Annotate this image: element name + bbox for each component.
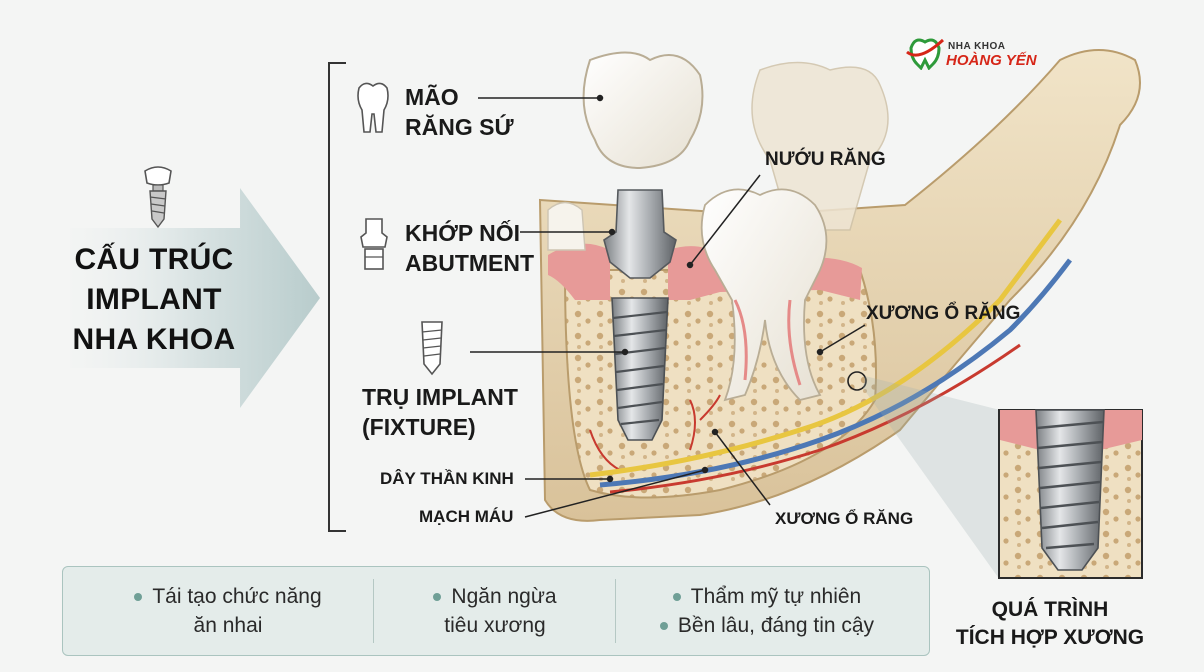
bullet-icon [659,621,668,630]
benefit-2-line-2: tiêu xương [444,614,546,637]
label-abutment-line-1: KHỚP NỐI [405,220,521,246]
zoom-circle [847,371,867,391]
implant-fixture [611,297,669,441]
bracket-divider [328,62,346,532]
abutment-icon [360,218,388,270]
benefit-1-line-1: Tái tạo chức năng [152,585,322,608]
bullet-icon [672,592,681,601]
label-osseointegration: QUÁ TRÌNH TÍCH HỢP XƯƠNG [950,596,1150,652]
label-fixture: TRỤ IMPLANT (FIXTURE) [362,382,518,442]
label-vessel: MẠCH MÁU [419,507,514,526]
label-crown-line-1: MÃO [405,84,459,110]
label-gum: NƯỚU RĂNG [765,149,886,170]
label-abutment: KHỚP NỐI ABUTMENT [405,218,534,278]
abutment [603,189,677,279]
label-abutment-line-2: ABUTMENT [405,250,535,276]
benefit-item-3: Thẩm mỹ tự nhiên Bền lâu, đáng tin cậy [617,567,917,655]
logo-top-text: NHA KHOA [948,41,1006,52]
benefit-2-line-1: Ngăn ngừa [451,585,557,608]
benefit-3-line-2: Bền lâu, đáng tin cậy [677,614,875,637]
osseointegration-inset [998,409,1143,579]
page-title: CẤU TRÚC IMPLANT NHA KHOA [54,240,254,360]
label-fixture-line-2: (FIXTURE) [362,414,476,440]
label-nerve: DÂY THẦN KINH [380,469,514,488]
benefit-item-2: Ngăn ngừa tiêu xương [375,567,615,655]
label-osseo-line-1: QUÁ TRÌNH [991,598,1109,621]
bullet-icon [134,592,143,601]
label-fixture-line-1: TRỤ IMPLANT [362,384,518,410]
logo-brand-text: HOÀNG YẾN [946,52,1037,69]
label-crown: MÃO RĂNG SỨ [405,82,514,142]
natural-tooth [700,188,828,402]
crown-icon [357,82,389,133]
benefits-box: Tái tạo chức năng ăn nhai Ngăn ngừa tiêu… [62,566,930,656]
benefit-item-1: Tái tạo chức năng ăn nhai [83,567,373,655]
back-ghost-tooth [751,61,889,231]
title-line-3: NHA KHOA [72,323,236,356]
title-line-1: CẤU TRÚC [74,243,234,276]
benefit-divider [373,579,374,643]
benefit-3-line-1: Thẩm mỹ tự nhiên [690,585,862,608]
nerve-path [589,218,1062,478]
bullet-icon [433,592,442,601]
logo-tooth-icon [906,38,945,70]
label-socket-bone-upper: XƯƠNG Ổ RĂNG [866,303,1021,324]
porcelain-crown [582,51,704,170]
label-osseo-line-2: TÍCH HỢP XƯƠNG [955,626,1145,649]
gum-tissue [548,243,610,300]
title-line-2: IMPLANT [86,283,222,316]
fixture-icon [421,321,443,376]
benefit-1-line-2: ăn nhai [193,614,263,637]
label-socket-bone-lower: XƯƠNG Ổ RĂNG [775,509,914,528]
implant-icon [144,166,172,229]
label-crown-line-2: RĂNG SỨ [405,114,514,140]
title-arrow-shape [70,188,320,408]
benefit-divider [615,579,616,643]
